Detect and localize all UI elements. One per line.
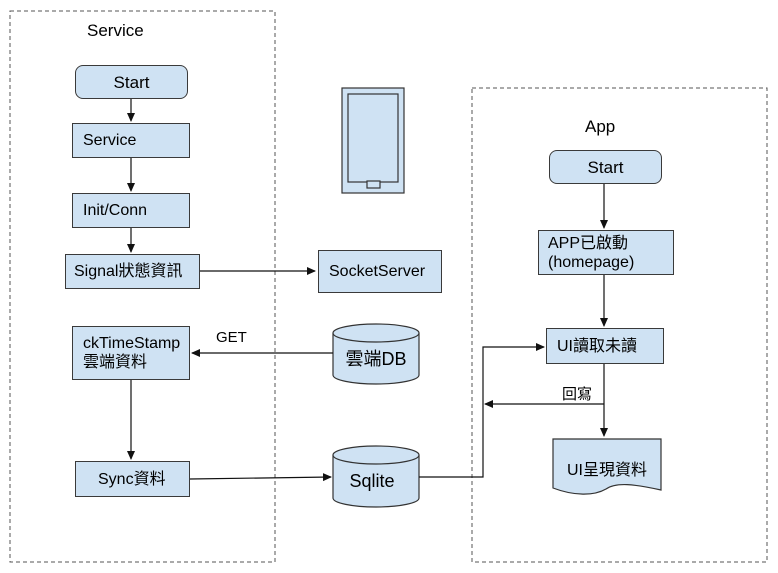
sync-data-node: Sync資料	[75, 461, 190, 497]
service-start-node: Start	[75, 65, 188, 99]
phone-icon	[341, 87, 405, 194]
arrow-sync-to-sqlite	[189, 473, 332, 482]
service-node: Service	[72, 123, 190, 158]
socket-server-node: SocketServer	[318, 250, 442, 293]
get-label: GET	[216, 329, 247, 346]
app-container	[471, 87, 768, 563]
sqlite-cylinder	[332, 445, 420, 508]
app-started-node: APP已啟動 (homepage)	[538, 230, 674, 275]
arrow-sqlite-to-uiread	[419, 343, 545, 478]
app-start-node: Start	[549, 150, 662, 184]
write-back-label: 回寫	[562, 386, 593, 403]
ui-show-document-shape	[552, 438, 662, 495]
sqlite-label: Sqlite	[349, 471, 395, 491]
app-title: App	[585, 117, 616, 136]
cloud-db-cylinder	[332, 323, 420, 385]
init-conn-node: Init/Conn	[72, 193, 190, 228]
service-title: Service	[87, 21, 144, 40]
cloud-db-label: 雲端DB	[345, 349, 407, 369]
ui-read-unread-node: UI讀取未讀	[546, 328, 664, 364]
ui-show-data-label: UI呈現資料	[566, 462, 647, 479]
signal-status-node: Signal狀態資訊	[65, 254, 200, 289]
check-timestamp-node: ckTimeStamp 雲端資料	[72, 326, 190, 380]
service-container	[9, 10, 276, 563]
